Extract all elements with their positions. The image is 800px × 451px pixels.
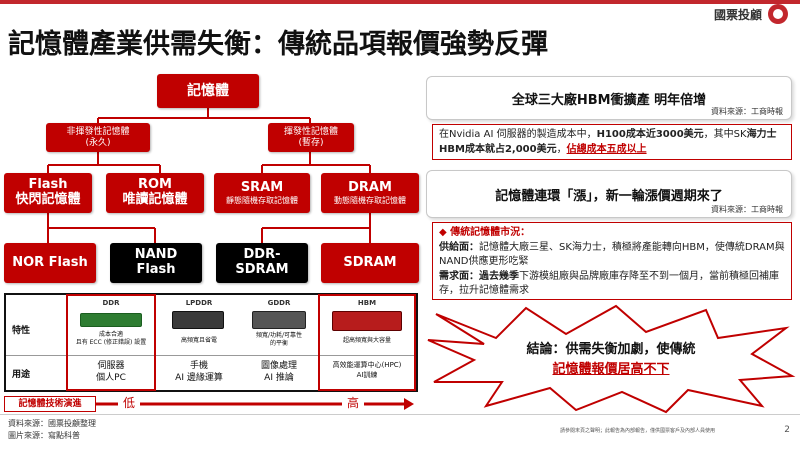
node-nand-flash: NAND Flash <box>110 243 202 283</box>
footer-disclaimer: 請參閱末頁之聲明；此報告為內部報告，僅供國票客戶及內部人員使用 <box>560 428 716 434</box>
col-head-hbm: HBM <box>357 299 377 307</box>
node-nonvolatile: 非揮發性記憶體 (永久) <box>46 123 150 152</box>
supply-label: 供給面： <box>439 241 479 253</box>
node-nor-flash: NOR Flash <box>4 243 96 283</box>
bullet-diamond-icon: ◆ <box>439 227 451 238</box>
demand-label: 需求面： <box>439 270 479 282</box>
market-status-title-text: 傳統記憶體市況： <box>450 227 531 238</box>
brand-block: 國票投顧 <box>714 4 788 24</box>
ddr-usage: 伺服器 個人PC <box>96 361 126 383</box>
node-flash-l1: Flash <box>28 177 68 193</box>
row-label-feature: 特性 <box>12 326 31 336</box>
evolution-low: 低 <box>118 394 140 412</box>
node-flash-l2: 快閃記憶體 <box>15 192 81 207</box>
supply-line: 供給面：記憶體大廠三星、SK海力士，積極將產能轉向HBM，使傳統DRAM與NAN… <box>439 241 785 270</box>
col-head-ddr: DDR <box>102 299 120 307</box>
node-rom: ROM 唯讀記憶體 <box>106 173 204 213</box>
info1-t2: H100成本近3000美元 <box>596 129 704 140</box>
col-head-lpddr: LPDDR <box>185 299 213 307</box>
node-rom-l2: 唯讀記憶體 <box>122 192 188 207</box>
node-sram-l2: 靜態隨機存取記憶體 <box>226 195 298 205</box>
news-price-source: 資料來源：工商時報 <box>711 205 783 214</box>
demand-text: 下游模組廠與品牌廠庫存降至不到一個月，當前積極回補庫存，拉升記憶體需求 <box>439 270 779 297</box>
gddr-feature: 頻寬/功耗/可靠性 的平衡 <box>255 332 303 347</box>
info1-t5: ， <box>556 143 567 155</box>
ddr-module-icon <box>80 313 142 327</box>
row-label-usage: 用途 <box>12 370 31 380</box>
node-sdram: SDRAM <box>321 243 419 283</box>
brand-name: 國票投顧 <box>713 7 762 22</box>
evolution-high: 高 <box>342 394 364 412</box>
info-box-nvidia-cost: 在Nvidia AI 伺服器的製造成本中，H100成本近3000美元，其中SK海… <box>432 124 792 160</box>
supply-text: 記憶體大廠三星、SK海力士，積極將產能轉向HBM，使傳統DRAM與NAND供應更… <box>439 241 785 268</box>
lpddr-usage: 手機 AI 邊緣運算 <box>175 361 223 383</box>
node-sram-l1: SRAM <box>240 179 284 195</box>
ddr-highlight-frame <box>66 294 156 391</box>
node-dram: DRAM 動態隨機存取記憶體 <box>321 173 419 213</box>
hbm-feature: 超高頻寬與大容量 <box>342 337 391 344</box>
node-sram: SRAM 靜態隨機存取記憶體 <box>214 173 310 213</box>
node-memory: 記憶體 <box>157 74 259 108</box>
demand-bold: 過去幾季 <box>479 270 519 282</box>
node-sdram-label: SDRAM <box>343 254 397 270</box>
node-rom-l1: ROM <box>138 177 172 193</box>
node-volatile: 揮發性記憶體 (暫存) <box>268 123 354 152</box>
footer-divider <box>0 414 800 415</box>
node-nonvolatile-label: 非揮發性記憶體 <box>66 127 130 138</box>
node-volatile-label: 揮發性記憶體 <box>283 127 338 138</box>
gddr-graphics-card-icon <box>252 311 306 329</box>
info1-t1: 在Nvidia AI 伺服器的製造成本中， <box>439 129 597 140</box>
table-row-divider <box>6 355 416 356</box>
node-ddr-sdram: DDR- SDRAM <box>216 243 308 283</box>
news-price-heading: 記憶體連環「漲」，新一輪漲價週期來了 <box>495 189 723 204</box>
info1-t3: ，其中SK <box>703 129 747 140</box>
gddr-usage: 圖像處理 AI 推論 <box>260 361 297 383</box>
news-box-hbm: 全球三大廠HBM衝擴產 明年倍增 資料來源：工商時報 <box>426 76 792 120</box>
footer-source-image: 圖片來源：寫點科普 <box>8 431 80 440</box>
info-box-market-status: ◆ 傳統記憶體市況： 供給面：記憶體大廠三星、SK海力士，積極將產能轉向HBM，… <box>432 222 792 300</box>
page-title: 記憶體產業供需失衡：傳統品項報價強勢反彈 <box>8 29 548 60</box>
news-hbm-heading: 全球三大廠HBM衝擴產 明年倍增 <box>511 93 707 108</box>
node-nonvolatile-sub: (永久) <box>85 137 111 148</box>
col-head-gddr: GDDR <box>267 299 291 307</box>
conclusion-line2: 記憶體報價居高不下 <box>552 361 670 377</box>
node-volatile-sub: (暫存) <box>298 137 324 148</box>
node-dram-l1: DRAM <box>348 179 392 195</box>
lpddr-chip-icon <box>172 311 224 329</box>
news-hbm-source: 資料來源：工商時報 <box>711 107 783 116</box>
node-ddr-sdram-l1: DDR- <box>243 247 281 263</box>
top-accent-bar <box>0 0 800 4</box>
footer-source-data: 資料來源：國票投顧整理 <box>8 419 96 428</box>
node-nand-l1: NAND <box>134 247 178 263</box>
hbm-stack-icon <box>332 311 402 331</box>
info1-t6: 佔總成本五成以上 <box>566 143 647 155</box>
hbm-usage: 高效能運算中心(HPC) AI訓練 <box>332 361 402 379</box>
node-nand-l2: Flash <box>136 262 176 277</box>
news-box-price-cycle: 記憶體連環「漲」，新一輪漲價週期來了 資料來源：工商時報 <box>426 170 792 218</box>
conclusion-line1: 結論：供需失衡加劇，使傳統 <box>526 342 696 357</box>
node-flash: Flash 快閃記憶體 <box>4 173 92 213</box>
lpddr-feature: 高頻寬且省電 <box>180 337 217 344</box>
info1-t4: 海力士HBM成本就占2,000美元 <box>439 129 777 155</box>
tech-evolution-arrow <box>96 398 414 410</box>
brand-logo-icon <box>768 4 788 24</box>
market-status-title: ◆ 傳統記憶體市況： <box>439 226 785 241</box>
node-nor-flash-label: NOR Flash <box>12 254 88 270</box>
node-dram-l2: 動態隨機存取記憶體 <box>334 195 406 205</box>
page-number: 2 <box>784 425 790 435</box>
memory-comparison-table: 特性 用途 DDR 成本合適 且有 ECC (修正錯誤) 設置 伺服器 個人PC… <box>4 293 418 392</box>
tech-evolution-label: 記憶體技術演進 <box>4 396 96 412</box>
node-memory-label: 記憶體 <box>187 82 229 99</box>
ddr-feature: 成本合適 且有 ECC (修正錯誤) 設置 <box>75 331 147 346</box>
hbm-highlight-frame <box>318 294 416 391</box>
demand-line: 需求面：過去幾季下游模組廠與品牌廠庫存降至不到一個月，當前積極回補庫存，拉升記憶… <box>439 270 785 299</box>
conclusion-starburst <box>427 304 796 414</box>
conclusion-text: 結論：供需失衡加劇，使傳統 記憶體報價居高不下 <box>486 340 736 379</box>
node-ddr-sdram-l2: SDRAM <box>235 262 289 277</box>
